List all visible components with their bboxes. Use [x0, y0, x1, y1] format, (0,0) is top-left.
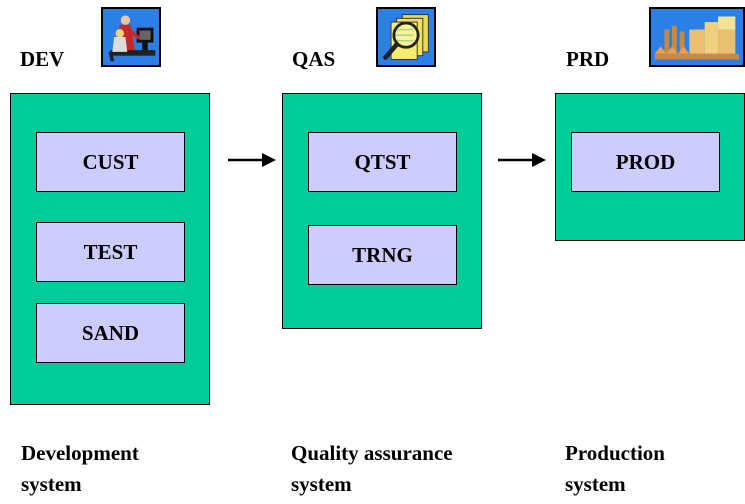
dev-system-panel: CUST TEST SAND — [10, 93, 210, 405]
prd-caption-line1: Production — [565, 441, 665, 465]
qas-system-panel: QTST TRNG — [282, 93, 482, 329]
client-box-cust: CUST — [36, 132, 185, 192]
developers-at-computer-icon — [101, 7, 161, 67]
transport-arrow-qas-to-prd — [498, 153, 546, 167]
transport-arrow-dev-to-qas — [228, 153, 276, 167]
client-box-prod: PROD — [571, 132, 720, 192]
qas-system-label: QAS — [292, 47, 336, 71]
prd-system-panel: PROD — [555, 93, 745, 241]
client-box-test: TEST — [36, 222, 185, 282]
client-box-sand: SAND — [36, 303, 185, 363]
dev-system-caption: Development system — [21, 438, 231, 500]
qas-caption-line2: system — [291, 472, 352, 496]
dev-system-label: DEV — [20, 47, 65, 71]
magnifier-over-documents-icon — [376, 7, 436, 67]
prd-system-caption: Production system — [565, 438, 735, 500]
qas-system-caption: Quality assurance system — [291, 438, 501, 500]
client-box-qtst: QTST — [308, 132, 457, 192]
dev-caption-line2: system — [21, 472, 82, 496]
dev-caption-line1: Development — [21, 441, 139, 465]
prd-caption-line2: system — [565, 472, 626, 496]
client-box-trng: TRNG — [308, 225, 457, 285]
factory-icon — [649, 7, 745, 67]
prd-system-label: PRD — [566, 47, 610, 71]
qas-caption-line1: Quality assurance — [291, 441, 453, 465]
